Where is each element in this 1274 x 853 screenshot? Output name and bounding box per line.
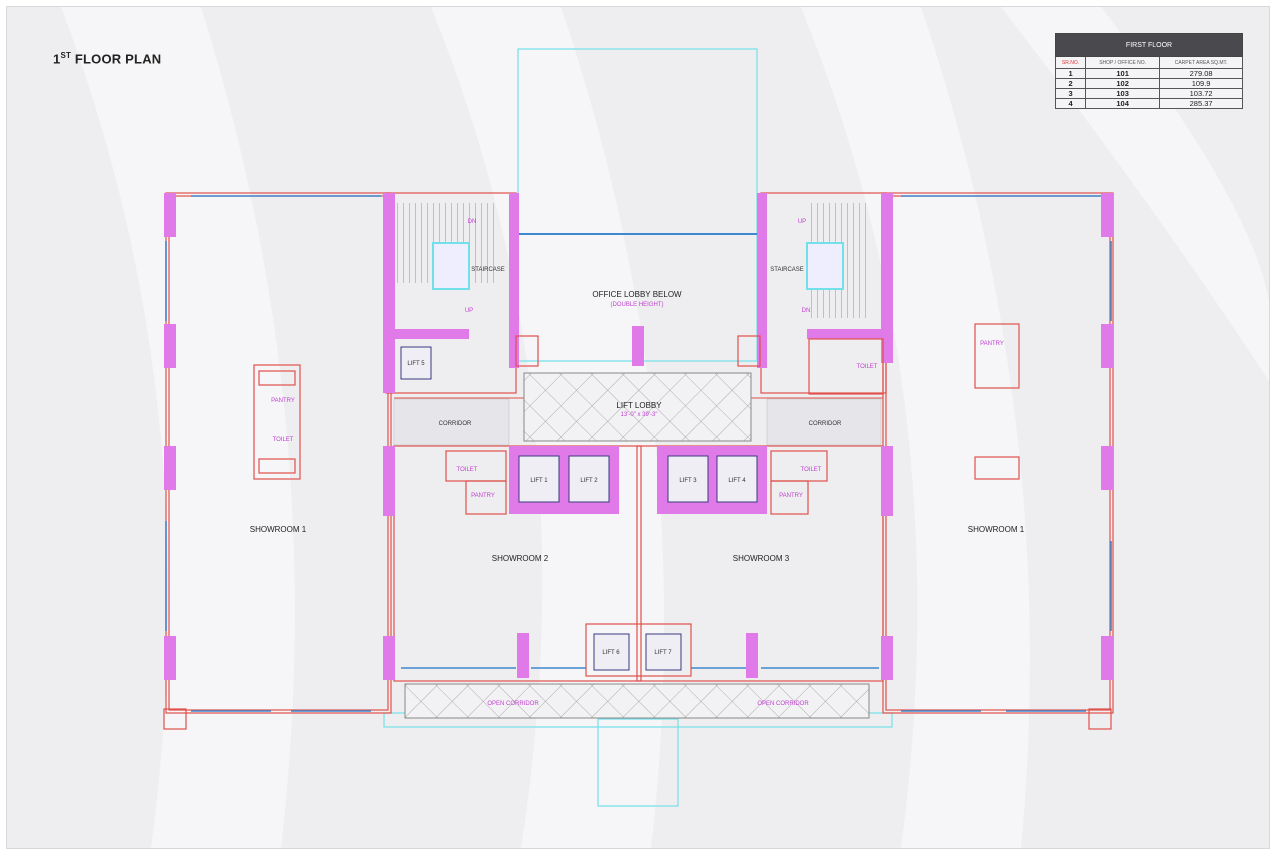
open-corridor-left-label: OPEN CORRIDOR	[487, 701, 539, 707]
toilet-pantry-blocks	[253, 323, 1020, 515]
lift-2-label: LIFT 2	[580, 478, 598, 484]
showroom-1-left-label: SHOWROOM 1	[250, 525, 307, 534]
area-table: FIRST FLOOR SR.NO. SHOP / OFFICE NO. CAR…	[1054, 33, 1243, 109]
cell-unit: 104	[1085, 98, 1161, 109]
col-sr-no: SR.NO.	[1054, 56, 1087, 69]
staircase-right-label: STAIRCASE	[770, 267, 804, 273]
title-text: FLOOR PLAN	[74, 51, 162, 67]
cell-unit: 103	[1085, 88, 1161, 99]
cell-sr: 4	[1054, 98, 1087, 109]
toilet-s3-label: TOILET	[801, 467, 822, 473]
cell-sr: 3	[1054, 88, 1087, 99]
office-lobby-note: (DOUBLE HEIGHT)	[610, 302, 663, 308]
corridor-left-label: CORRIDOR	[439, 421, 472, 427]
stair-up-left: UP	[465, 308, 473, 314]
lift-1-label: LIFT 1	[530, 478, 548, 484]
cell-unit: 102	[1085, 78, 1161, 89]
cell-area: 279.08	[1159, 68, 1243, 79]
cell-sr: 1	[1054, 68, 1087, 79]
lift-3-label: LIFT 3	[679, 478, 697, 484]
showroom-1-right-label: SHOWROOM 1	[968, 525, 1025, 534]
staircase-left-label: STAIRCASE	[471, 267, 505, 273]
lift-cars	[400, 346, 758, 677]
floor-plan-sheet: SHOWROOM 1 SHOWROOM 2 SHOWROOM 3 SHOWROO…	[6, 6, 1270, 849]
lift-lobby-floor	[523, 372, 752, 442]
toilet-right-label: TOILET	[857, 364, 878, 370]
pantry-left-label: PANTRY	[271, 398, 295, 404]
title-suffix: ST	[60, 51, 72, 60]
lift-lobby-label: LIFT LOBBY	[616, 401, 662, 410]
showroom-3-label: SHOWROOM 3	[733, 554, 790, 563]
area-table-heading: FIRST FLOOR	[1055, 33, 1243, 57]
showroom-2-label: SHOWROOM 2	[492, 554, 549, 563]
entrance-canopy	[597, 718, 679, 807]
cell-unit: 101	[1085, 68, 1161, 79]
col-unit: SHOP / OFFICE NO.	[1085, 56, 1161, 69]
stair-dn-left: DN	[468, 219, 477, 225]
pantry-right-label: PANTRY	[980, 341, 1004, 347]
pantry-s2-label: PANTRY	[471, 493, 495, 499]
lift-5-label: LIFT 5	[407, 361, 425, 367]
cell-area: 285.37	[1159, 98, 1243, 109]
open-corridor-floor	[404, 683, 870, 719]
toilet-left-label: TOILET	[273, 437, 294, 443]
lift-7-label: LIFT 7	[654, 650, 672, 656]
office-lobby-label: OFFICE LOBBY BELOW	[592, 290, 682, 299]
open-corridor-right-label: OPEN CORRIDOR	[757, 701, 809, 707]
stair-up-right: UP	[798, 219, 806, 225]
title-ordinal: 1	[53, 51, 61, 67]
page-title: 1ST FLOOR PLAN	[53, 51, 161, 66]
lift-lobby-size: 13'-0" x 39'-3"	[621, 412, 658, 418]
lift-6-label: LIFT 6	[602, 650, 620, 656]
lift-4-label: LIFT 4	[728, 478, 746, 484]
stair-dn-right: DN	[802, 308, 811, 314]
cell-sr: 2	[1054, 78, 1087, 89]
corridor-right-label: CORRIDOR	[809, 421, 842, 427]
pantry-s3-label: PANTRY	[779, 493, 803, 499]
cell-area: 103.72	[1159, 88, 1243, 99]
floor-plan-drawing: SHOWROOM 1 SHOWROOM 2 SHOWROOM 3 SHOWROO…	[61, 7, 1269, 848]
col-area: CARPET AREA SQ.MT.	[1159, 56, 1243, 69]
cell-area: 109.9	[1159, 78, 1243, 89]
toilet-s2-label: TOILET	[457, 467, 478, 473]
